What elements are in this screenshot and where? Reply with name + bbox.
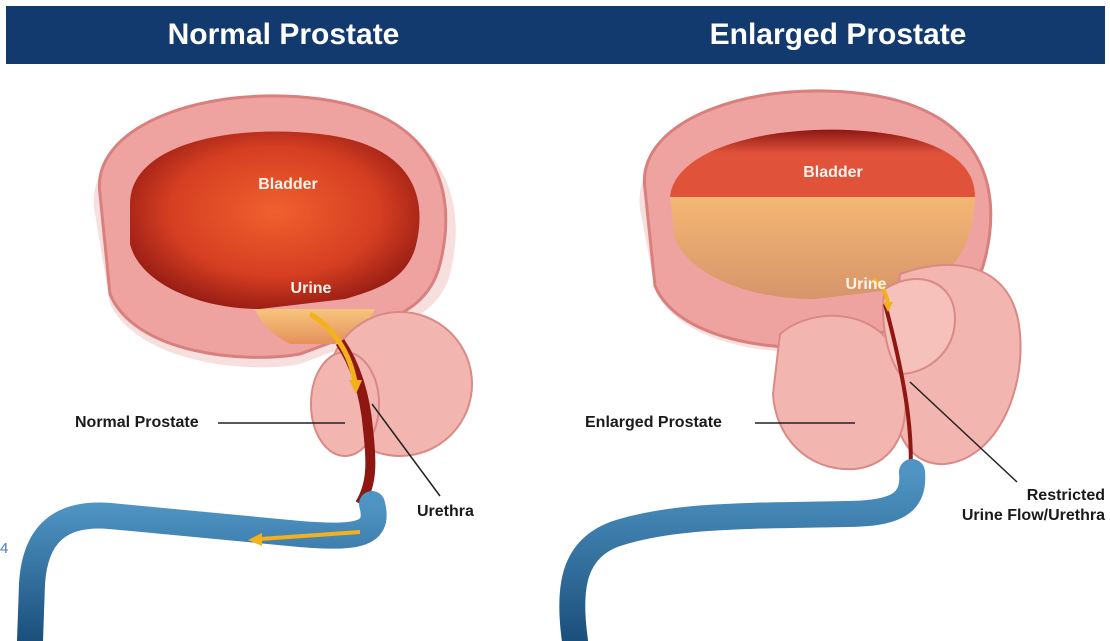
- enlarged-prostate-panel: Bladder Urine Enlarged Prostate Restrict…: [555, 64, 1110, 641]
- normal-prostate-illustration: [0, 64, 555, 641]
- header-title-normal: Normal Prostate: [6, 6, 561, 64]
- restricted-flow-label: Restricted Urine Flow/Urethra: [935, 486, 1105, 526]
- normal-prostate-panel: Bladder Urine Normal Prostate Urethra: [0, 64, 555, 641]
- header-bar: Normal Prostate Enlarged Prostate: [6, 6, 1105, 64]
- bladder-label: Bladder: [228, 176, 348, 194]
- restricted-label-line1: Restricted: [935, 486, 1105, 506]
- enlarged-prostate-label: Enlarged Prostate: [585, 413, 722, 433]
- bladder-label: Bladder: [773, 164, 893, 182]
- urine-label: Urine: [806, 276, 926, 294]
- normal-prostate-label: Normal Prostate: [75, 413, 199, 433]
- restricted-label-line2: Urine Flow/Urethra: [935, 506, 1105, 526]
- header-title-enlarged: Enlarged Prostate: [571, 6, 1105, 64]
- enlarged-prostate-illustration: [555, 64, 1110, 641]
- urethra-tube: [572, 472, 912, 641]
- urethra-tube: [30, 504, 374, 641]
- urethra-label: Urethra: [417, 502, 474, 522]
- urine-label: Urine: [251, 280, 371, 298]
